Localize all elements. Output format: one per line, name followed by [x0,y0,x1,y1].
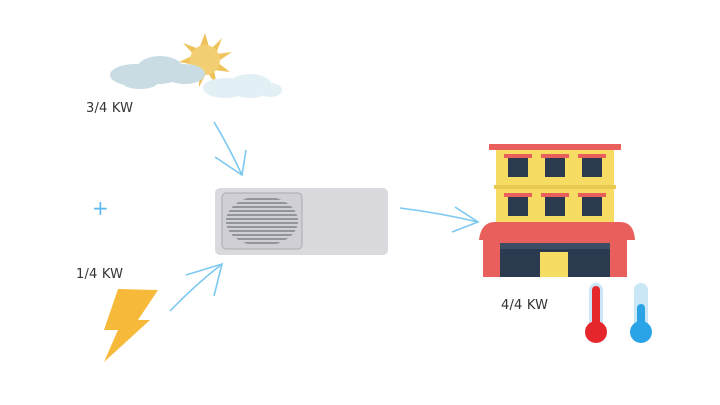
solar-power-label: 3/4 KW [86,101,134,116]
cold-thermometer-icon [630,283,652,343]
lightning-icon [104,289,158,362]
sun-cloud-icon [110,33,282,98]
heat-pump-icon [215,188,388,255]
plus-sign: + [92,196,109,220]
arrow-icon [169,121,480,312]
building-icon [479,144,635,277]
electric-power-label: 1/4 KW [76,267,124,282]
output-power-label: 4/4 KW [501,298,549,313]
hot-thermometer-icon [585,283,607,343]
